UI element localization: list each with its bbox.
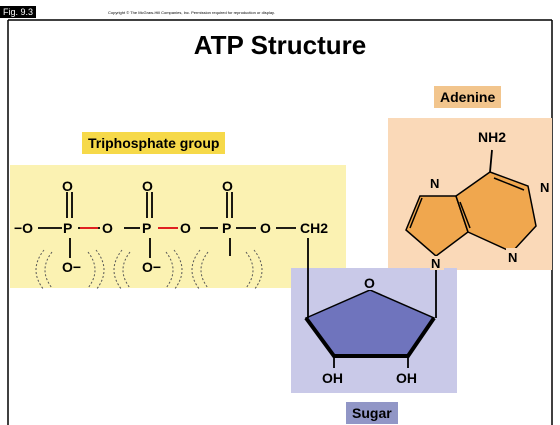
atom-o-bridge-1: O — [102, 220, 113, 236]
atom-o-minus-1: O− — [62, 259, 81, 275]
atom-ring-o: O — [364, 275, 375, 291]
figure-tag: Fig. 9.3 — [0, 6, 37, 18]
atom-p-1: P — [63, 220, 72, 236]
atom-p-3: P — [222, 220, 231, 236]
atom-n1: N — [540, 180, 549, 195]
n9-bg — [430, 256, 444, 270]
adenine-double-bond-2 — [493, 177, 525, 191]
atom-o-minus-2: O− — [142, 259, 161, 275]
atom-n9: N — [431, 256, 440, 271]
label-triphosphate-group: Triphosphate group — [82, 132, 226, 154]
atom-o-top-3: O — [222, 178, 233, 194]
label-adenine: Adenine — [434, 86, 502, 108]
amine-bond — [489, 149, 493, 173]
sugar-bonds — [307, 262, 437, 368]
atom-oh-1: OH — [322, 370, 343, 386]
label-sugar: Sugar — [346, 402, 398, 424]
atom-o-top-1: O — [62, 178, 73, 194]
n1-bg — [540, 178, 552, 194]
adenine-five-ring — [405, 195, 469, 257]
copyright-notice: Copyright © The McGraw-Hill Companies, I… — [108, 10, 275, 15]
atom-oh-2: OH — [396, 370, 417, 386]
atom-p-2: P — [142, 220, 151, 236]
page-title: ATP Structure — [193, 30, 367, 60]
adenine-double-bond-3 — [459, 201, 471, 229]
phosphate-bonds — [38, 192, 309, 294]
atom-o-minus-left: −O — [14, 220, 33, 236]
sugar-ring-front-edge — [304, 316, 436, 358]
atom-o-bridge-2: O — [180, 220, 191, 236]
atom-ch2: CH2 — [300, 220, 328, 236]
atom-n7: N — [430, 176, 439, 191]
resonance-arcs — [35, 249, 263, 291]
n3-bg — [506, 248, 520, 264]
adenine-double-bond-1 — [409, 197, 423, 229]
ring-o-bg — [361, 274, 379, 290]
atom-o-bridge-3: O — [260, 220, 271, 236]
atom-n3: N — [508, 250, 517, 265]
triphosphate-region — [10, 165, 346, 288]
atom-o-top-2: O — [142, 178, 153, 194]
atom-nh2: NH2 — [478, 129, 506, 145]
n7-bg — [428, 176, 442, 190]
